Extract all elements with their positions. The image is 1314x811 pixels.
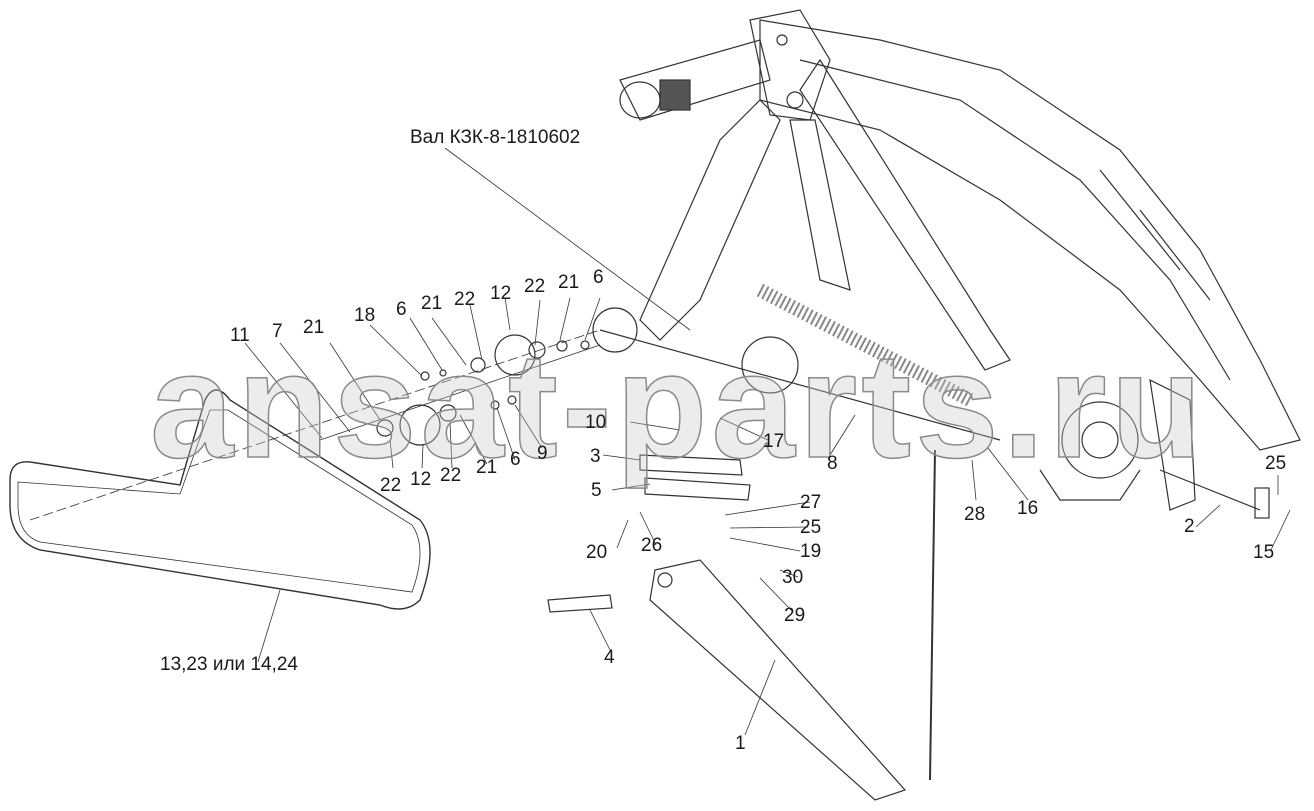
axis-line [29,329,601,521]
bracket-3 [639,454,743,476]
callout-22: 22 [380,475,402,496]
callout-22: 22 [454,289,476,310]
callout-5: 5 [591,480,602,501]
chain [929,449,936,781]
callout-20: 20 [586,542,608,563]
frame-tube-right [799,58,1011,371]
watermark: ansat-parts.ru [149,321,1207,489]
rod-2 [1159,469,1261,511]
callout-19: 19 [800,541,822,562]
frame-tube-left [619,39,771,121]
callout-18: 18 [354,305,376,326]
bearing-22 [528,341,546,359]
callout-25: 25 [800,517,822,538]
top-yoke [749,9,831,121]
ring-21 [556,340,568,352]
pin-4 [547,594,613,613]
callout-6: 6 [510,449,521,470]
hopper-inner [799,59,1231,381]
callout-21: 21 [303,317,325,338]
shaft [599,329,1001,441]
callout-12: 12 [410,469,432,490]
belt-callout: 13,23 или 14,24 [160,654,298,675]
callout-30: 30 [782,567,804,588]
frame-strut [789,119,851,291]
washer-6 [439,369,447,377]
callout-2: 2 [1184,516,1195,537]
hopper-rib [1099,169,1211,301]
callout-12: 12 [490,283,512,304]
belt [9,389,431,610]
callout-29: 29 [784,605,806,626]
bearing-22 [376,419,394,437]
bearing-22 [470,357,486,373]
yoke-pin [786,91,804,109]
sprocket-right-hub [1081,421,1119,459]
callout-10: 10 [585,412,607,433]
hopper-body [759,19,1301,451]
sprocket-right [1061,401,1139,479]
callout-26: 26 [641,535,663,556]
callout-4: 4 [604,647,615,668]
shaft-title-callout: Вал КЗК-8-1810602 [410,127,581,148]
callout-7: 7 [272,321,283,342]
callout-16: 16 [1017,498,1039,519]
callout-25: 25 [1265,453,1287,474]
yoke-hole [776,34,788,46]
sprocket-12-upper [494,334,536,376]
washer-6 [580,340,590,350]
frame-tube-diag [639,99,781,341]
belt-inner [17,409,421,593]
nut-18 [420,371,430,381]
callout-21: 21 [558,272,580,293]
arm-1 [649,559,907,801]
gearbox-end [1149,378,1196,511]
callout-6: 6 [593,267,604,288]
pulley-left [592,307,638,353]
callout-27: 27 [800,492,822,513]
callout-15: 15 [1253,542,1275,563]
callout-1: 1 [735,733,746,754]
callout-6: 6 [396,299,407,320]
bracket-5 [644,477,751,501]
callout-11: 11 [230,325,250,346]
leader-lines [244,147,1291,736]
callout-22: 22 [524,276,546,297]
pulley-center [741,336,799,394]
axis-line [319,344,601,441]
callout-3: 3 [590,446,601,467]
cap-band [659,79,691,111]
callout-17: 17 [763,431,785,452]
washer-9 [507,395,517,405]
washer-6 [490,400,500,410]
cap [619,81,661,119]
callout-28: 28 [964,504,986,525]
callout-9: 9 [537,443,548,464]
sprocket-guard [1039,469,1141,501]
callout-21: 21 [421,293,443,314]
callout-22: 22 [440,465,462,486]
callout-21: 21 [476,457,498,478]
sprocket-12-lower [399,404,441,446]
bearing-22 [439,404,457,422]
arm-pivot [657,572,673,588]
callout-8: 8 [827,453,838,474]
rod-plate [1254,487,1270,519]
